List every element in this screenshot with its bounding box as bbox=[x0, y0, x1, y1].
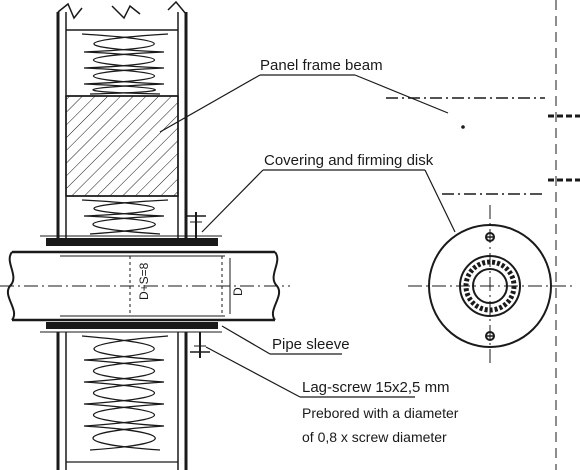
label-lag-screw: Lag-screw 15x2,5 mm bbox=[302, 379, 450, 396]
lower-firming-disk bbox=[40, 322, 222, 358]
wall-lower bbox=[56, 332, 188, 470]
label-pipe-sleeve: Pipe sleeve bbox=[272, 336, 350, 353]
upper-firming-disk bbox=[40, 212, 222, 246]
insulation-upper-2 bbox=[81, 199, 169, 235]
label-prebored-line1: Prebored with a diameter bbox=[302, 405, 459, 421]
disk-front-view bbox=[408, 205, 573, 365]
insulation-lower bbox=[66, 335, 178, 463]
insulation-upper-1 bbox=[66, 29, 178, 97]
sleeve-diameter-label: D+S=8 bbox=[137, 262, 151, 300]
leader-lines bbox=[159, 74, 456, 398]
dimension-lines: D+S=8 D bbox=[129, 256, 245, 316]
pipe bbox=[0, 250, 290, 322]
pipe-diameter-label: D bbox=[231, 287, 245, 296]
label-prebored-line2: of 0,8 x screw diameter bbox=[302, 429, 447, 445]
panel-frame-beam bbox=[65, 95, 179, 197]
construction-lines bbox=[386, 0, 580, 470]
label-covering-firming-disk: Covering and firming disk bbox=[264, 152, 434, 169]
label-panel-frame-beam: Panel frame beam bbox=[260, 57, 383, 74]
